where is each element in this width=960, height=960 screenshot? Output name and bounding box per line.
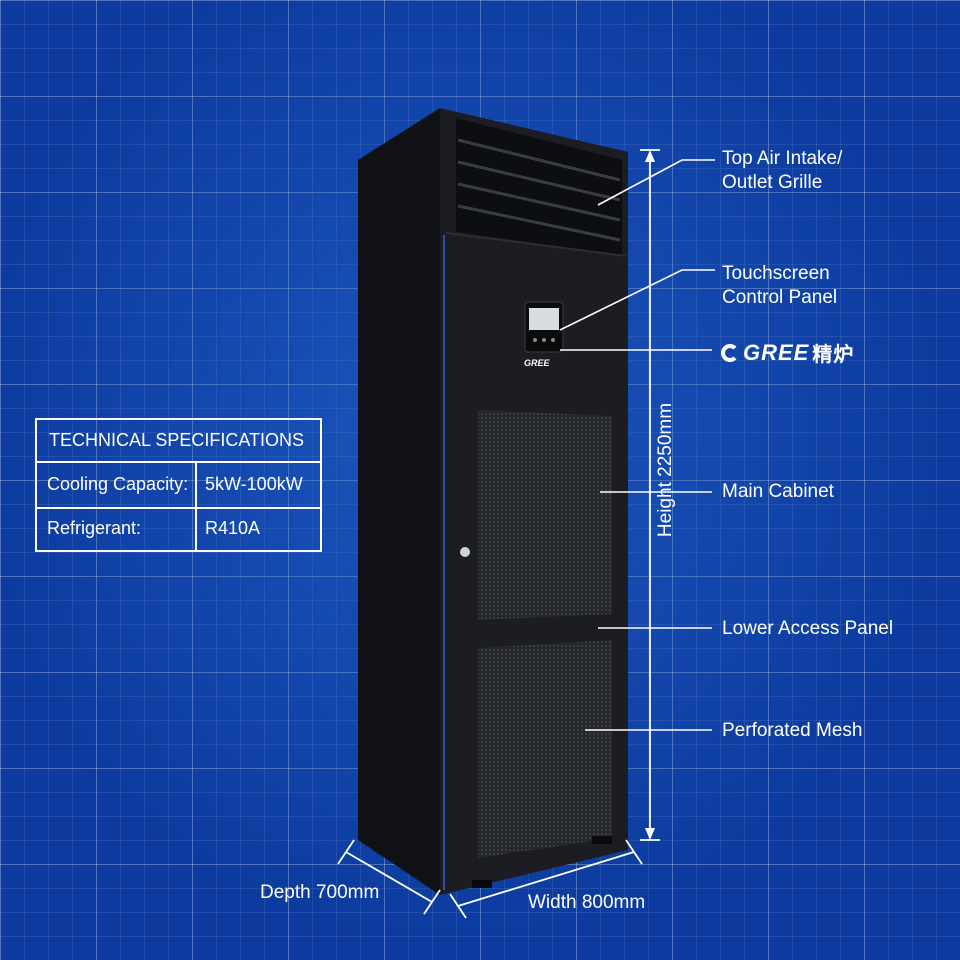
width-dimension-line xyxy=(449,839,643,919)
height-label: Height 2250mm xyxy=(655,402,676,538)
callout-top-grille-line2: Outlet Grille xyxy=(722,172,823,193)
unit-badge: GREE xyxy=(524,358,550,368)
logo-text: GREE xyxy=(743,339,810,365)
callout-lower-panel: Lower Access Panel xyxy=(722,618,894,639)
height-dimension-line xyxy=(640,149,660,841)
callout-control-panel: Touchscreen Control Panel xyxy=(722,262,837,310)
depth-dimension-line xyxy=(337,839,441,915)
specs-table: TECHNICAL SPECIFICATIONS Cooling Capacit… xyxy=(35,418,322,552)
spec-value: 5kW-100kW xyxy=(205,473,303,494)
specs-column-divider xyxy=(195,461,197,550)
gree-g-icon xyxy=(721,343,739,362)
gree-logo: GREE 精炉 xyxy=(721,338,854,367)
width-label: Width 800mm xyxy=(528,892,646,913)
spec-label: Refrigerant: xyxy=(47,518,142,538)
grille-slats xyxy=(457,138,621,242)
specs-title: TECHNICAL SPECIFICATIONS xyxy=(49,430,305,450)
spec-row: Refrigerant: R410A xyxy=(37,507,320,550)
upper-mesh-panel xyxy=(478,410,612,620)
callout-control-line1: Touchscreen xyxy=(722,263,830,284)
spec-row: Cooling Capacity: 5kW-100kW xyxy=(37,461,320,509)
spec-value: R410A xyxy=(205,518,261,538)
leader-lines xyxy=(559,159,715,731)
callout-control-line2: Control Panel xyxy=(722,287,838,308)
callout-top-grille: Top Air Intake/ Outlet Grille xyxy=(722,147,842,195)
lower-mesh-panel xyxy=(478,640,612,858)
callout-top-grille-line1: Top Air Intake/ xyxy=(722,148,843,169)
callout-main-cabinet: Main Cabinet xyxy=(722,481,834,502)
door-lock xyxy=(460,547,470,557)
callout-mesh: Perforated Mesh xyxy=(722,720,863,741)
cabinet-side xyxy=(358,108,440,895)
top-grille xyxy=(456,118,622,255)
spec-label: Cooling Capacity: xyxy=(47,473,189,494)
depth-label: Depth 700mm xyxy=(260,882,380,903)
specs-title-row: TECHNICAL SPECIFICATIONS xyxy=(37,420,320,463)
logo-cn-text: 精炉 xyxy=(812,344,855,366)
